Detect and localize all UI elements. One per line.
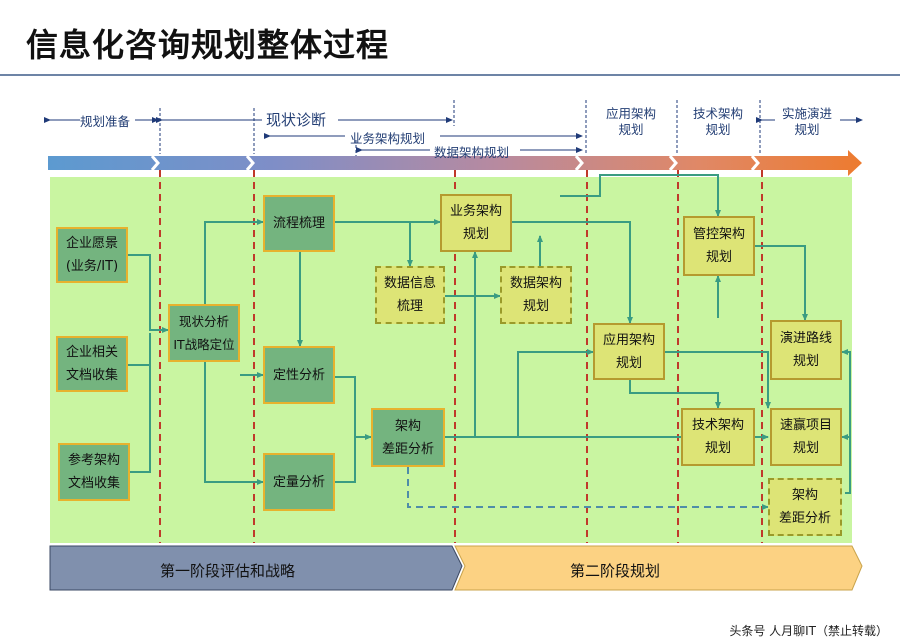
footer-credit: 头条号 人月聊IT（禁止转载） — [729, 624, 888, 638]
box-application-architecture: 应用架构 规划 — [593, 323, 665, 380]
box-quick-win-projects: 速赢项目 规划 — [770, 408, 842, 466]
phase2-bar — [454, 545, 863, 591]
box-status-analysis: 现状分析 IT战略定位 — [168, 304, 240, 362]
header-dividers — [159, 100, 761, 156]
label-data-arch: 数据架构规划 — [434, 145, 510, 160]
phase2-label: 第二阶段规划 — [570, 562, 661, 580]
dashed-feedback-connector — [407, 467, 769, 510]
box-enterprise-vision: 企业愿景 (业务/IT) — [56, 227, 128, 283]
box-quantitative-analysis: 定量分析 — [263, 453, 335, 511]
box-architecture-gap-analysis-2: 架构 差距分析 — [768, 478, 842, 536]
title-divider — [0, 74, 900, 76]
phase1-label: 第一阶段评估和战略 — [160, 562, 296, 580]
phase1-bar — [49, 545, 463, 591]
phase-dividers — [159, 170, 763, 543]
box-architecture-gap-analysis: 架构 差距分析 — [371, 408, 445, 467]
label-current-diagnosis: 现状诊断 — [266, 111, 327, 129]
box-technical-architecture: 技术架构 规划 — [681, 408, 755, 466]
label-app-arch: 应用架构 规划 — [605, 106, 656, 137]
box-evolution-roadmap: 演进路线 规划 — [770, 320, 842, 380]
box-business-architecture: 业务架构 规划 — [440, 194, 512, 252]
label-impl-plan: 实施演进 规划 — [781, 106, 832, 137]
header-spans — [44, 117, 863, 153]
timeline-bar — [48, 150, 862, 176]
page-title: 信息化咨询规划整体过程 — [26, 26, 390, 64]
box-enterprise-docs: 企业相关 文档收集 — [56, 336, 128, 392]
box-governance-architecture: 管控架构 规划 — [683, 216, 755, 276]
label-business-arch: 业务架构规划 — [350, 131, 426, 146]
box-reference-docs: 参考架构 文档收集 — [58, 443, 130, 501]
label-planning-prep: 规划准备 — [80, 114, 131, 129]
box-data-info-review: 数据信息 梳理 — [375, 266, 445, 324]
box-qualitative-analysis: 定性分析 — [263, 346, 335, 404]
box-data-architecture: 数据架构 规划 — [500, 266, 572, 324]
box-process-review: 流程梳理 — [263, 195, 335, 252]
label-tech-arch: 技术架构 规划 — [692, 106, 743, 137]
